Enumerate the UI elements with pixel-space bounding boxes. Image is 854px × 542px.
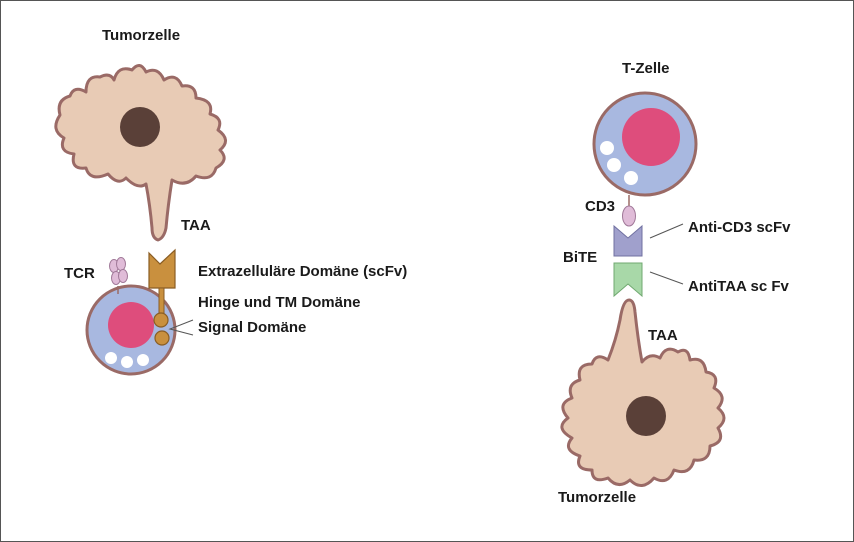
label-taa-right: TAA xyxy=(648,327,678,344)
label-bite: BiTE xyxy=(563,249,597,266)
car-signal-domain xyxy=(153,312,169,328)
granule xyxy=(105,352,117,364)
cd3-receptor xyxy=(622,195,636,227)
label-tumor-cell-left: Tumorzelle xyxy=(102,27,180,44)
tcr-subunit xyxy=(116,257,126,271)
label-tcr: TCR xyxy=(64,265,95,282)
label-taa-left: TAA xyxy=(181,217,211,234)
tumor-cell-right-body xyxy=(560,298,726,487)
granule xyxy=(137,354,149,366)
t-cell xyxy=(592,91,698,197)
signal-domain-pointer xyxy=(168,319,194,336)
car-t-cell xyxy=(85,284,177,376)
bite-anti-taa-scfv xyxy=(613,262,643,298)
tumor-cell-left-body xyxy=(54,64,227,242)
t-cell-nucleus xyxy=(622,108,680,166)
label-hinge-tm-domain: Hinge und TM Domäne xyxy=(198,294,361,311)
label-extracellular-domain: Extrazelluläre Domäne (scFv) xyxy=(198,263,407,280)
bite-molecule xyxy=(613,223,684,298)
tumor-cell-right xyxy=(560,298,726,487)
tumor-cell-left-nucleus xyxy=(120,107,160,147)
car-scfv-domain xyxy=(148,248,176,289)
granule xyxy=(600,141,614,155)
label-t-cell: T-Zelle xyxy=(622,60,670,77)
tumor-cell-left xyxy=(54,64,227,242)
car-t-cell-nucleus xyxy=(108,302,154,348)
anti-taa-pointer xyxy=(649,271,684,285)
bite-anti-cd3-scfv xyxy=(613,224,643,257)
granule xyxy=(121,356,133,368)
tcr-subunit xyxy=(118,269,128,283)
tumor-cell-right-nucleus xyxy=(626,396,666,436)
car-signal-domain xyxy=(154,330,170,346)
label-signal-domain: Signal Domäne xyxy=(198,319,306,336)
car-receptor xyxy=(148,248,194,346)
granule xyxy=(607,158,621,172)
car-hinge-tm xyxy=(158,287,165,315)
anti-cd3-pointer xyxy=(649,223,684,239)
label-cd3: CD3 xyxy=(585,198,615,215)
granule xyxy=(624,171,638,185)
tcr-complex xyxy=(109,257,128,294)
label-anti-taa-scfv: AntiTAA sc Fv xyxy=(688,278,789,295)
cd3-head xyxy=(622,205,636,227)
label-anti-cd3-scfv: Anti-CD3 scFv xyxy=(688,219,791,236)
label-tumor-cell-right: Tumorzelle xyxy=(558,489,636,506)
